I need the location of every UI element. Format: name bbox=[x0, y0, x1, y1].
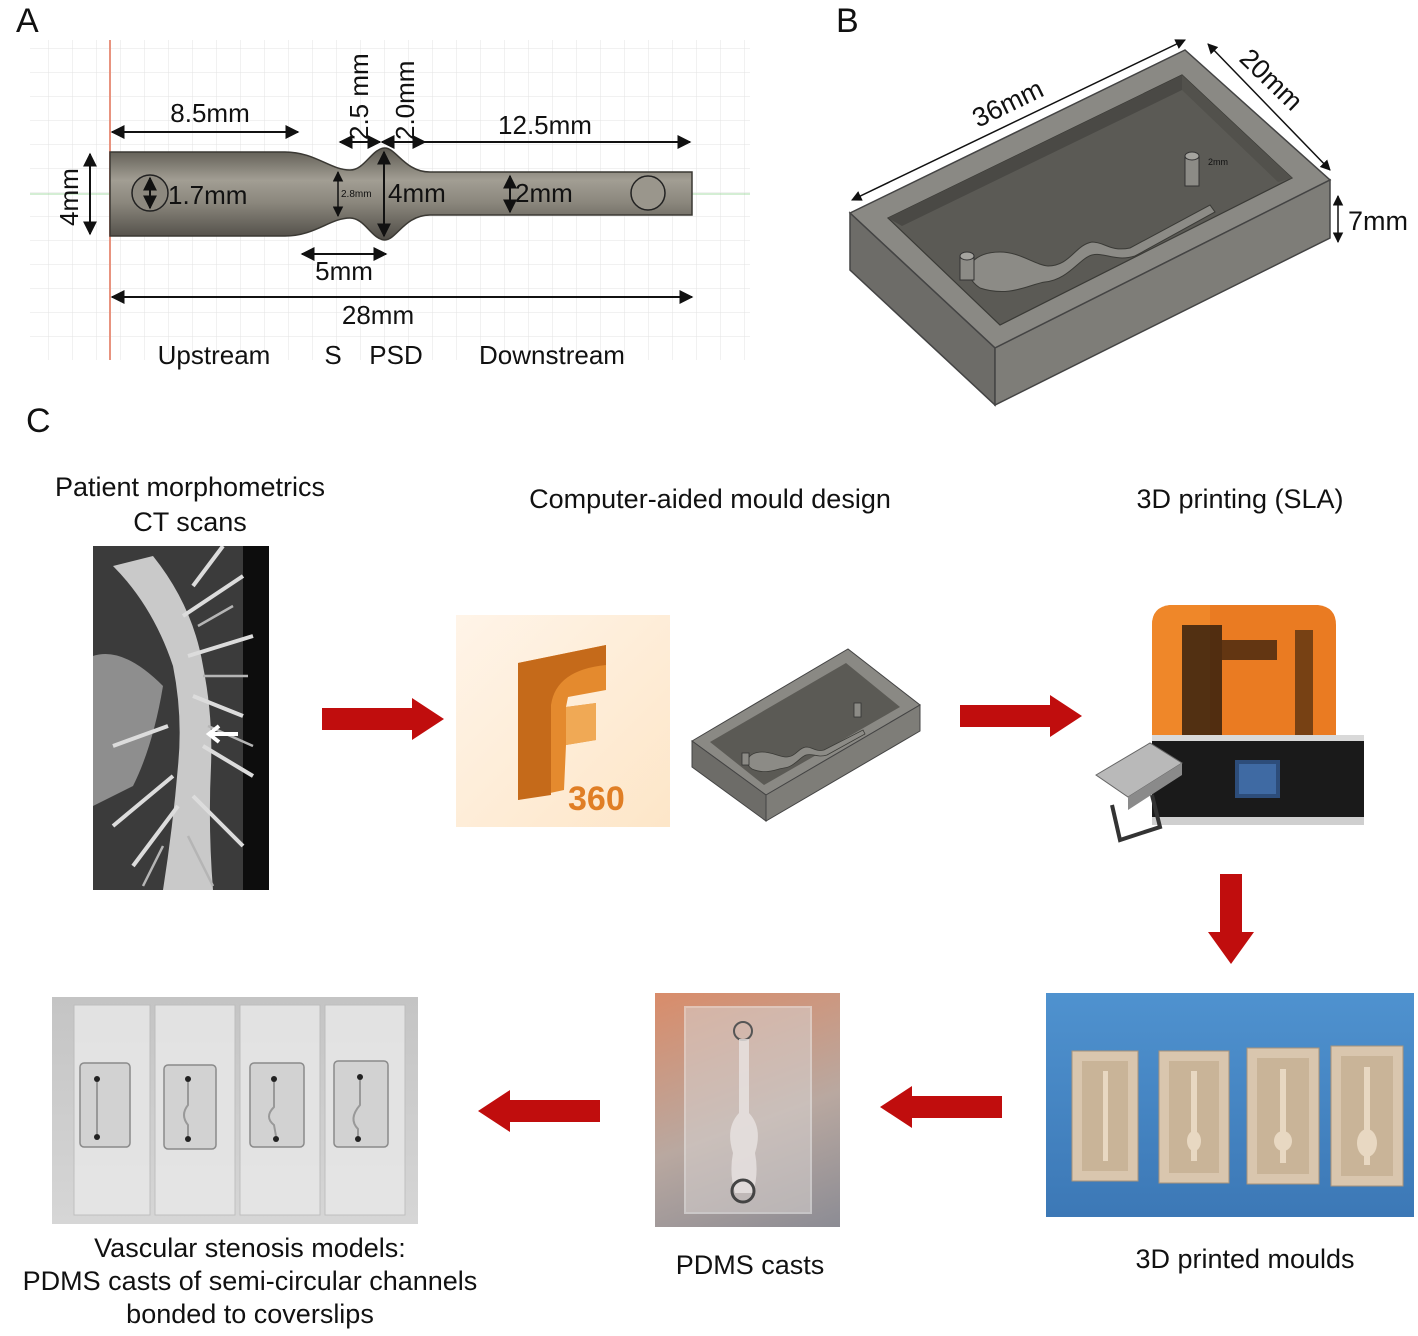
flow-arrow-left-1 bbox=[880, 1086, 1002, 1128]
outlet-port bbox=[630, 175, 666, 211]
dim-span-5mm: 5mm bbox=[315, 256, 373, 286]
panel-label-a: A bbox=[16, 2, 39, 40]
models-caption-line2: PDMS casts of semi-circular channels bbox=[22, 1265, 478, 1296]
dim-stenosis-diameter: 2.8mm bbox=[341, 189, 372, 200]
dim-stenosis-length: 2.5 mm bbox=[344, 53, 374, 140]
region-stenosis: S bbox=[324, 340, 341, 370]
cad-caption: Computer-aided mould design bbox=[529, 484, 891, 514]
region-psd: PSD bbox=[369, 340, 422, 370]
pdms-cast-photo bbox=[655, 993, 840, 1227]
dim-total-length: 28mm bbox=[342, 300, 414, 330]
print-caption: 3D printing (SLA) bbox=[1136, 484, 1344, 514]
mould-drawing: 2mm 36mm 20mm 7mm bbox=[848, 39, 1408, 407]
dim-downstream-diameter: 2mm bbox=[515, 178, 573, 208]
fusion360-number: 360 bbox=[568, 780, 625, 818]
ct-caption: Patient morphometrics CT scans bbox=[20, 470, 360, 540]
flow-arrow-right-1 bbox=[322, 698, 444, 740]
region-downstream: Downstream bbox=[479, 340, 625, 370]
channel-geometry-drawing: 8.5mm 2.5 mm 2.0mm 12.5mm 4mm 1.7mm 2.8m… bbox=[30, 40, 750, 370]
dim-upstream-length: 8.5mm bbox=[170, 98, 249, 128]
dim-inner-2mm: 2mm bbox=[1208, 157, 1228, 167]
fusion360-logo: 360 bbox=[456, 615, 670, 827]
panel-label-b: B bbox=[836, 2, 859, 40]
flow-arrow-left-2 bbox=[478, 1090, 600, 1132]
stenosis-models-photo bbox=[52, 997, 418, 1224]
ct-caption-line1: Patient morphometrics bbox=[54, 472, 326, 502]
pdms-caption: PDMS casts bbox=[675, 1250, 825, 1280]
dim-psd-length: 2.0mm bbox=[390, 61, 420, 140]
ct-caption-line2: CT scans bbox=[133, 507, 247, 538]
models-caption-line3: bonded to coverslips bbox=[126, 1298, 374, 1329]
models-caption-line1: Vascular stenosis models: bbox=[94, 1233, 406, 1263]
panel-label-c: C bbox=[26, 402, 51, 440]
moulds-caption: 3D printed moulds bbox=[1135, 1244, 1355, 1274]
flow-arrow-down bbox=[1208, 874, 1254, 964]
models-caption: Vascular stenosis models: PDMS casts of … bbox=[0, 1232, 500, 1331]
ct-scan-image bbox=[93, 546, 269, 890]
mould-render-small bbox=[691, 648, 921, 822]
sla-printer-image bbox=[1095, 605, 1364, 843]
dim-depth-7mm: 7mm bbox=[1348, 206, 1408, 236]
dim-downstream-length: 12.5mm bbox=[498, 110, 592, 140]
printed-moulds-photo bbox=[1046, 993, 1414, 1217]
dim-inlet-diameter: 1.7mm bbox=[168, 180, 247, 210]
dim-inlet-height: 4mm bbox=[54, 168, 84, 226]
dim-psd-diameter: 4mm bbox=[388, 178, 446, 208]
region-upstream: Upstream bbox=[158, 340, 271, 370]
flow-arrow-right-2 bbox=[960, 695, 1082, 737]
channel-body bbox=[109, 147, 693, 241]
